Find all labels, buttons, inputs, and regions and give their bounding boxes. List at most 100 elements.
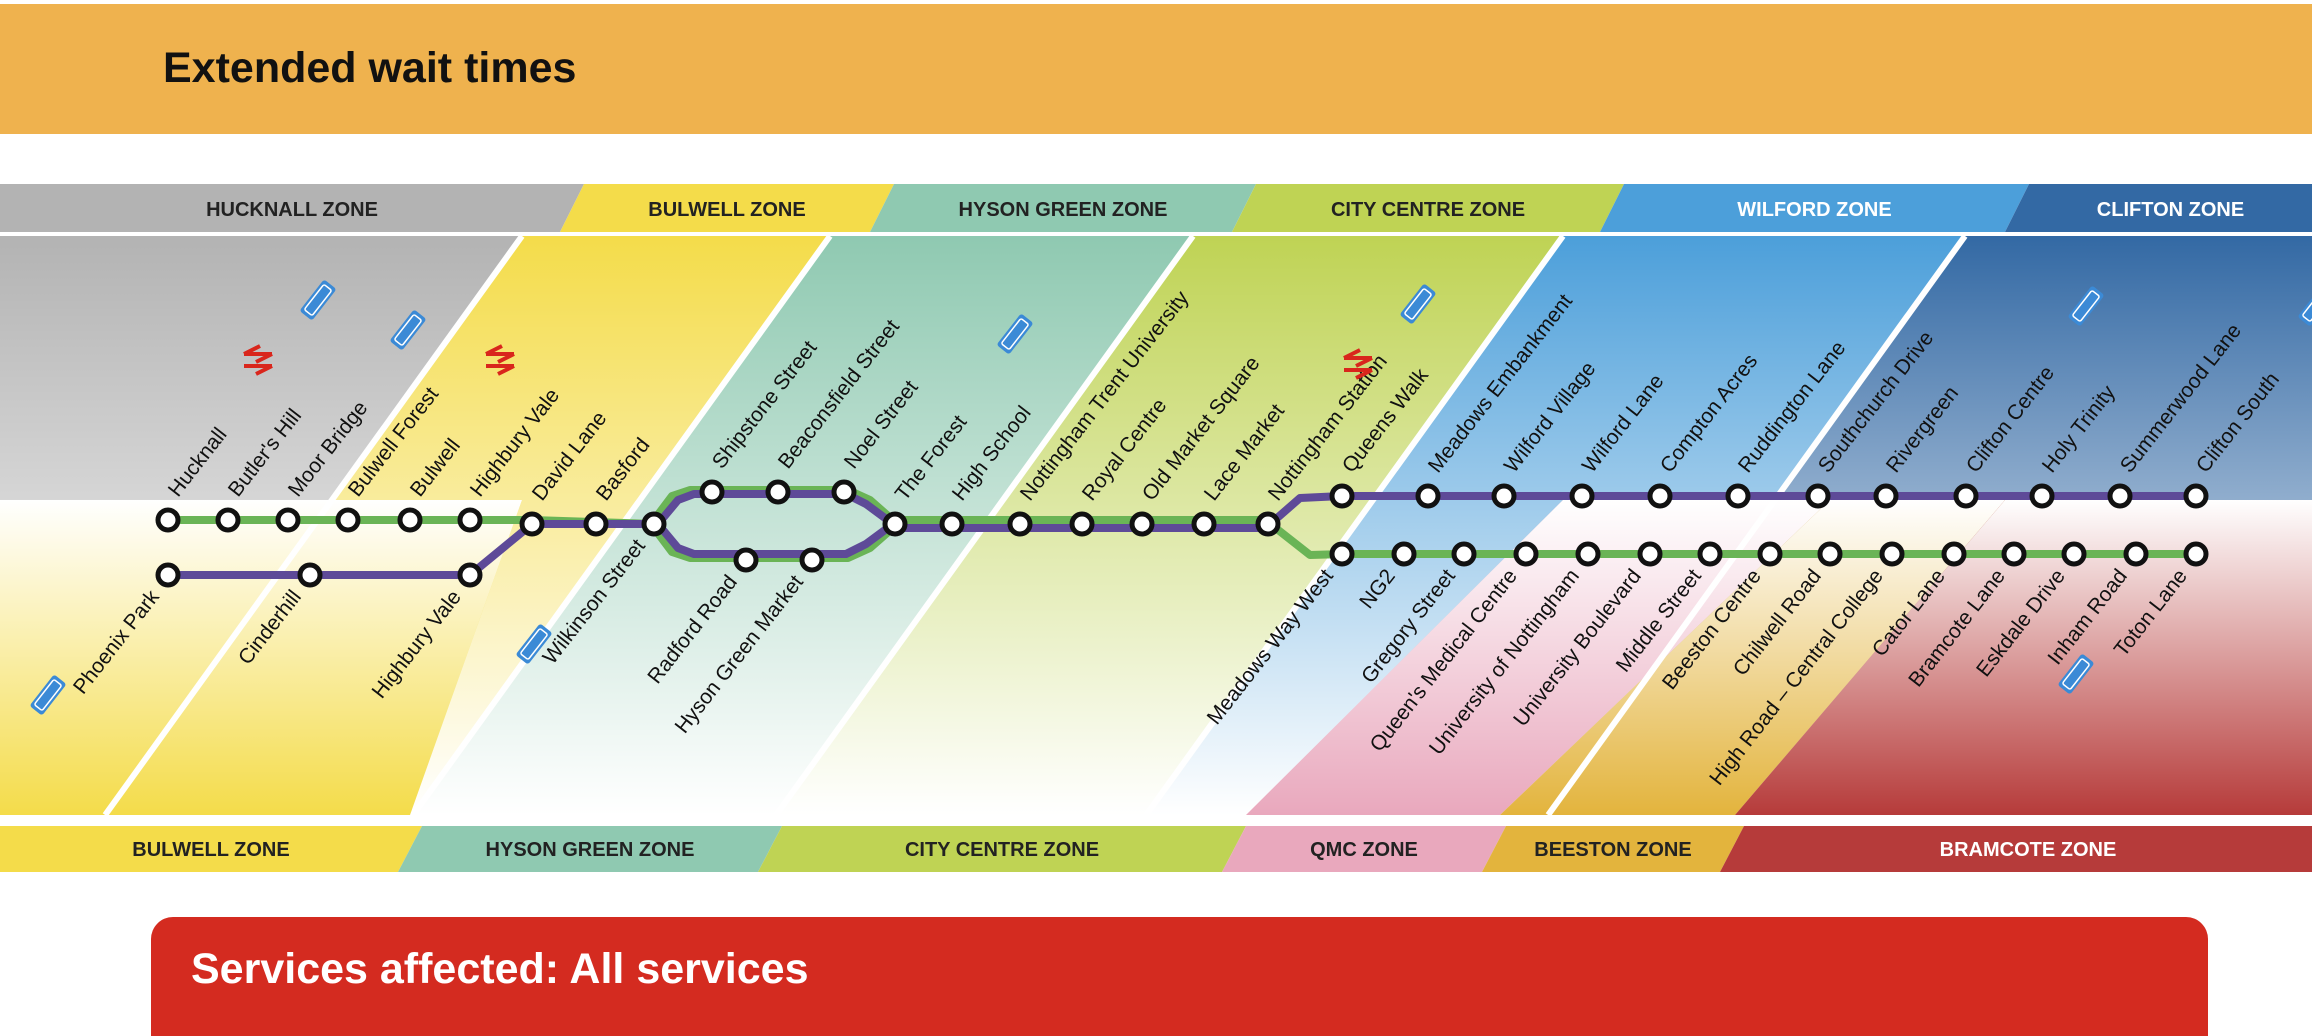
stop-radford-road[interactable] — [733, 547, 759, 573]
stop-nottingham-station[interactable] — [1255, 511, 1281, 537]
stop-university-boulevard[interactable] — [1637, 541, 1663, 567]
stop-hyson-green-market[interactable] — [799, 547, 825, 573]
top-zone-label: HYSON GREEN ZONE — [959, 199, 1168, 221]
stop-beaconsfield-street[interactable] — [765, 479, 791, 505]
top-zone-label: CLIFTON ZONE — [2097, 199, 2244, 221]
stop-rivergreen[interactable] — [1873, 483, 1899, 509]
purple-line-clifton — [1265, 492, 2196, 530]
stop-nottingham-trent-university[interactable] — [1007, 511, 1033, 537]
stop-eskdale-drive[interactable] — [2061, 541, 2087, 567]
alert-title: Extended wait times — [163, 44, 577, 92]
stop-bulwell[interactable] — [397, 507, 423, 533]
stop-wilford-lane[interactable] — [1569, 483, 1595, 509]
stop-high-road-central-college[interactable] — [1879, 541, 1905, 567]
national-rail-icon — [1343, 348, 1373, 380]
zone-divider — [1545, 234, 1968, 817]
stop-lace-market[interactable] — [1191, 511, 1217, 537]
park-and-ride-icon — [2068, 286, 2104, 326]
bottom-zone-label: CITY CENTRE ZONE — [905, 839, 1099, 861]
top-zone-bar — [1232, 184, 1624, 232]
stop-summerwood-lane[interactable] — [2107, 483, 2133, 509]
top-zone-bar — [1600, 184, 2029, 232]
park-and-ride-icon — [30, 675, 66, 715]
stop-clifton-centre[interactable] — [1953, 483, 1979, 509]
bottom-zone-bar — [1222, 826, 1506, 872]
stop-gregory-street[interactable] — [1451, 541, 1477, 567]
park-and-ride-icon — [2298, 286, 2312, 326]
stop-inham-road[interactable] — [2123, 541, 2149, 567]
stop-southchurch-drive[interactable] — [1805, 483, 1831, 509]
stop-phoenix-park[interactable] — [155, 562, 181, 588]
bottom-zone-label: QMC ZONE — [1310, 839, 1418, 861]
bottom-zone-bar — [1720, 826, 2312, 872]
stop-meadows-embankment[interactable] — [1415, 483, 1441, 509]
stop-meadows-way-west[interactable] — [1329, 541, 1355, 567]
stop-high-school[interactable] — [939, 511, 965, 537]
stop-highbury-vale[interactable] — [457, 562, 483, 588]
bottom-zone-bar — [758, 826, 1246, 872]
services-affected-label: Services affected: All services — [191, 945, 809, 993]
park-and-ride-icon — [2058, 654, 2094, 694]
stop-holy-trinity[interactable] — [2029, 483, 2055, 509]
top-zone-label: BULWELL ZONE — [648, 199, 805, 221]
stop-ng2[interactable] — [1391, 541, 1417, 567]
stop-butler-s-hill[interactable] — [215, 507, 241, 533]
alert-banner: Extended wait times — [0, 4, 2312, 134]
bottom-zone-bar — [0, 826, 422, 872]
stop-the-forest[interactable] — [882, 511, 908, 537]
top-zone-bar — [0, 184, 584, 232]
stop-royal-centre[interactable] — [1069, 511, 1095, 537]
stop-noel-street[interactable] — [831, 479, 857, 505]
stop-university-of-nottingham[interactable] — [1575, 541, 1601, 567]
national-rail-icon — [243, 344, 273, 376]
purple-line-loop-lower — [654, 520, 896, 558]
stop-cator-lane[interactable] — [1941, 541, 1967, 567]
top-zone-label: CITY CENTRE ZONE — [1331, 199, 1525, 221]
stop-basford[interactable] — [583, 511, 609, 537]
national-rail-icon — [485, 344, 515, 376]
bottom-zone-label: BULWELL ZONE — [132, 839, 289, 861]
stop-highbury-vale[interactable] — [457, 507, 483, 533]
park-and-ride-icon — [300, 280, 336, 320]
park-and-ride-icon — [390, 310, 426, 350]
bottom-zone-label: HYSON GREEN ZONE — [486, 839, 695, 861]
bottom-zone-bar — [1482, 826, 1744, 872]
park-and-ride-icon — [516, 624, 552, 664]
stop-old-market-square[interactable] — [1129, 511, 1155, 537]
stop-bramcote-lane[interactable] — [2001, 541, 2027, 567]
park-and-ride-icon — [1400, 284, 1436, 324]
stop-queen-s-medical-centre[interactable] — [1513, 541, 1539, 567]
stop-queens-walk[interactable] — [1329, 483, 1355, 509]
bottom-zone-label: BRAMCOTE ZONE — [1940, 839, 2117, 861]
top-zone-bar — [2005, 184, 2312, 232]
lower-band-beeston-fade — [1500, 500, 2005, 815]
stop-ruddington-lane[interactable] — [1725, 483, 1751, 509]
stop-bulwell-forest[interactable] — [335, 507, 361, 533]
stop-wilford-village[interactable] — [1491, 483, 1517, 509]
stop-clifton-south[interactable] — [2183, 483, 2209, 509]
stop-compton-acres[interactable] — [1647, 483, 1673, 509]
stop-wilkinson-street[interactable] — [641, 511, 667, 537]
stop-hucknall[interactable] — [155, 507, 181, 533]
zone-divider — [1143, 234, 1566, 817]
lower-band-qmc-fade — [1246, 500, 1830, 815]
top-zone-label: HUCKNALL ZONE — [206, 199, 378, 221]
stop-shipstone-street[interactable] — [699, 479, 725, 505]
stop-moor-bridge[interactable] — [275, 507, 301, 533]
stop-toton-lane[interactable] — [2183, 541, 2209, 567]
zone-band-hyson-green-zone-fade — [413, 236, 1193, 815]
stop-beeston-centre[interactable] — [1757, 541, 1783, 567]
stop-chilwell-road[interactable] — [1817, 541, 1843, 567]
tram-network-map: HUCKNALL ZONE BULWELL ZONE HYSON GREEN ZON… — [0, 184, 2312, 872]
park-and-ride-icon — [997, 314, 1033, 354]
zone-divider — [102, 234, 525, 817]
top-zone-bar — [870, 184, 1256, 232]
bottom-zone-label: BEESTON ZONE — [1534, 839, 1691, 861]
stop-middle-street[interactable] — [1697, 541, 1723, 567]
lower-band-bramcote-fade — [1735, 500, 2312, 815]
stop-cinderhill[interactable] — [297, 562, 323, 588]
top-zone-label: WILFORD ZONE — [1737, 199, 1891, 221]
services-affected-banner: Services affected: All services — [151, 917, 2208, 1036]
stop-david-lane[interactable] — [519, 511, 545, 537]
top-zone-bar — [560, 184, 894, 232]
